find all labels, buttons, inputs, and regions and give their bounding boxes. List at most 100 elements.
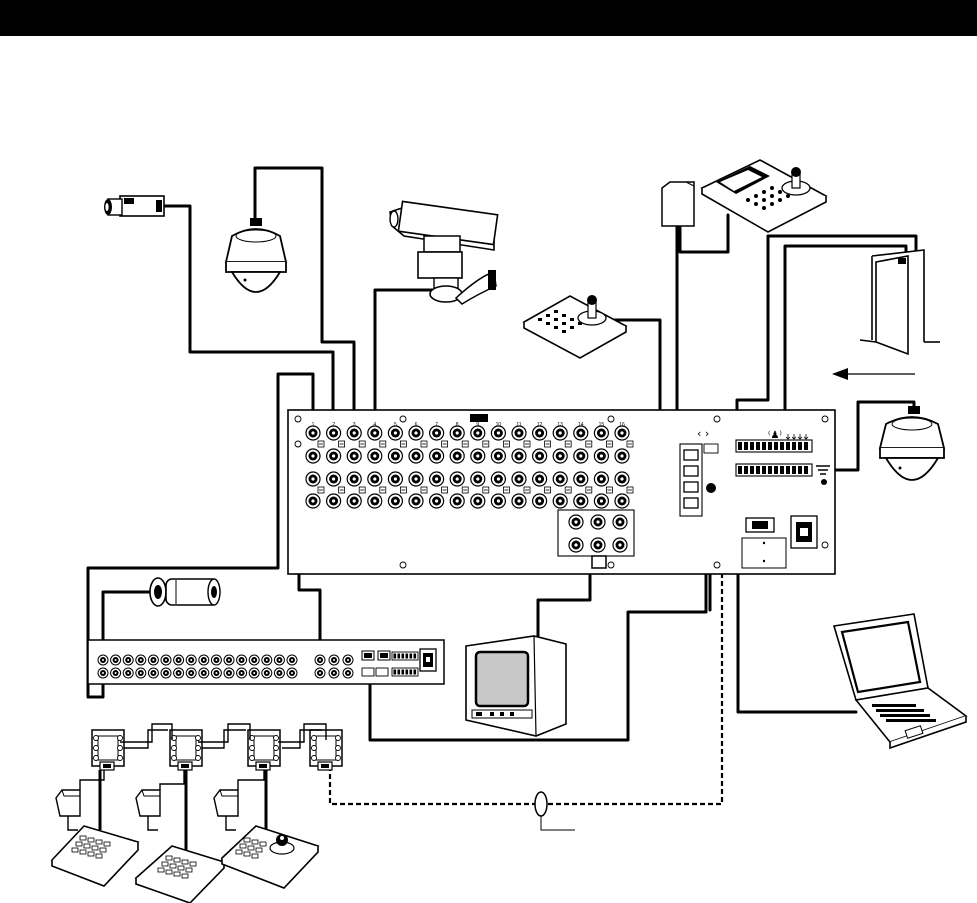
bnc-connector bbox=[553, 426, 567, 440]
bnc-connector bbox=[430, 449, 444, 463]
door-icon bbox=[860, 250, 940, 354]
bnc-connector bbox=[306, 494, 320, 508]
bnc-connector bbox=[450, 449, 464, 463]
bnc-connector-small bbox=[329, 655, 339, 665]
bnc-connector bbox=[512, 472, 526, 486]
bnc-connector bbox=[347, 494, 361, 508]
bnc-connector-small bbox=[186, 668, 196, 678]
keyboard-bottom-3-icon bbox=[222, 826, 318, 888]
bnc-connector-small bbox=[211, 668, 221, 678]
bnc-connector-small bbox=[136, 668, 146, 678]
junction-box-icon bbox=[170, 730, 202, 770]
power-adapter-icon bbox=[136, 790, 160, 830]
bnc-connector-small bbox=[343, 668, 353, 678]
bnc-connector bbox=[368, 472, 382, 486]
bnc-connector bbox=[409, 494, 423, 508]
bnc-connector bbox=[574, 426, 588, 440]
bnc-connector-small bbox=[262, 668, 272, 678]
bnc-connector bbox=[430, 494, 444, 508]
bnc-connector-small bbox=[287, 655, 297, 665]
bnc-connector-small bbox=[329, 668, 339, 678]
bnc-connector-small bbox=[98, 655, 108, 665]
keyboard-controller-mid-icon bbox=[524, 295, 626, 358]
svg-text:‹ ›: ‹ › bbox=[697, 427, 709, 440]
bnc-connector bbox=[491, 494, 505, 508]
bnc-connector bbox=[533, 449, 547, 463]
bnc-connector bbox=[533, 494, 547, 508]
bnc-connector-small bbox=[199, 668, 209, 678]
bnc-connector bbox=[430, 426, 444, 440]
bnc-connector bbox=[574, 472, 588, 486]
box-camera-icon bbox=[104, 196, 164, 216]
bnc-connector bbox=[615, 449, 629, 463]
bnc-connector-small bbox=[111, 668, 121, 678]
bnc-connector bbox=[533, 426, 547, 440]
dome-camera-icon bbox=[226, 218, 286, 292]
bnc-connector bbox=[471, 449, 485, 463]
power-adapter-icon bbox=[214, 790, 238, 830]
bnc-connector bbox=[553, 494, 567, 508]
bnc-connector bbox=[450, 494, 464, 508]
bnc-connector bbox=[347, 449, 361, 463]
bnc-connector bbox=[430, 472, 444, 486]
bnc-connector-small bbox=[174, 668, 184, 678]
bnc-connector bbox=[471, 426, 485, 440]
bnc-connector bbox=[491, 426, 505, 440]
ferrite-leader bbox=[541, 816, 575, 830]
keyboard-controller-top-icon bbox=[702, 160, 826, 232]
bnc-connector-small bbox=[315, 655, 325, 665]
laptop-icon bbox=[834, 614, 966, 748]
bnc-connector bbox=[512, 426, 526, 440]
bnc-connector bbox=[388, 449, 402, 463]
monitor-icon bbox=[466, 636, 566, 736]
bnc-connector bbox=[574, 494, 588, 508]
bnc-connector-small bbox=[148, 655, 158, 665]
bnc-connector bbox=[306, 449, 320, 463]
bnc-connector bbox=[594, 472, 608, 486]
bnc-connector bbox=[553, 449, 567, 463]
bnc-connector bbox=[615, 472, 629, 486]
bnc-connector-small bbox=[237, 655, 247, 665]
bnc-connector-small bbox=[274, 655, 284, 665]
bnc-connector bbox=[533, 472, 547, 486]
bnc-connector bbox=[594, 426, 608, 440]
junction-box-icon bbox=[248, 730, 280, 770]
bnc-connector bbox=[388, 426, 402, 440]
bnc-connector bbox=[306, 426, 320, 440]
bnc-connector-small bbox=[237, 668, 247, 678]
bnc-connector-small bbox=[186, 655, 196, 665]
bnc-connector-small bbox=[123, 655, 133, 665]
door-arrow-head bbox=[832, 368, 848, 380]
bnc-connector bbox=[615, 494, 629, 508]
bnc-connector bbox=[306, 472, 320, 486]
bnc-connector bbox=[471, 472, 485, 486]
bnc-connector bbox=[512, 449, 526, 463]
bnc-connector bbox=[388, 472, 402, 486]
junction-box-icon bbox=[92, 730, 124, 770]
bnc-connector bbox=[347, 426, 361, 440]
bnc-connector-small bbox=[224, 655, 234, 665]
power-adapter-icon bbox=[56, 790, 80, 830]
bullet-camera-icon bbox=[150, 578, 220, 606]
bnc-connector bbox=[574, 449, 588, 463]
bnc-connector bbox=[327, 472, 341, 486]
bnc-connector-small bbox=[249, 655, 259, 665]
bnc-connector bbox=[409, 426, 423, 440]
bnc-connector-small bbox=[343, 655, 353, 665]
bnc-connector bbox=[553, 472, 567, 486]
bnc-connector-small bbox=[98, 668, 108, 678]
bnc-connector bbox=[388, 494, 402, 508]
bnc-connector-small bbox=[274, 668, 284, 678]
bnc-connector bbox=[409, 449, 423, 463]
bnc-connector-small bbox=[174, 655, 184, 665]
bnc-connector-small bbox=[123, 668, 133, 678]
cable-ferrite bbox=[535, 792, 547, 816]
bnc-connector bbox=[327, 449, 341, 463]
bnc-connector bbox=[327, 426, 341, 440]
bnc-connector-small bbox=[211, 655, 221, 665]
bnc-connector-small bbox=[148, 668, 158, 678]
bnc-connector bbox=[615, 426, 629, 440]
bnc-connector bbox=[450, 472, 464, 486]
